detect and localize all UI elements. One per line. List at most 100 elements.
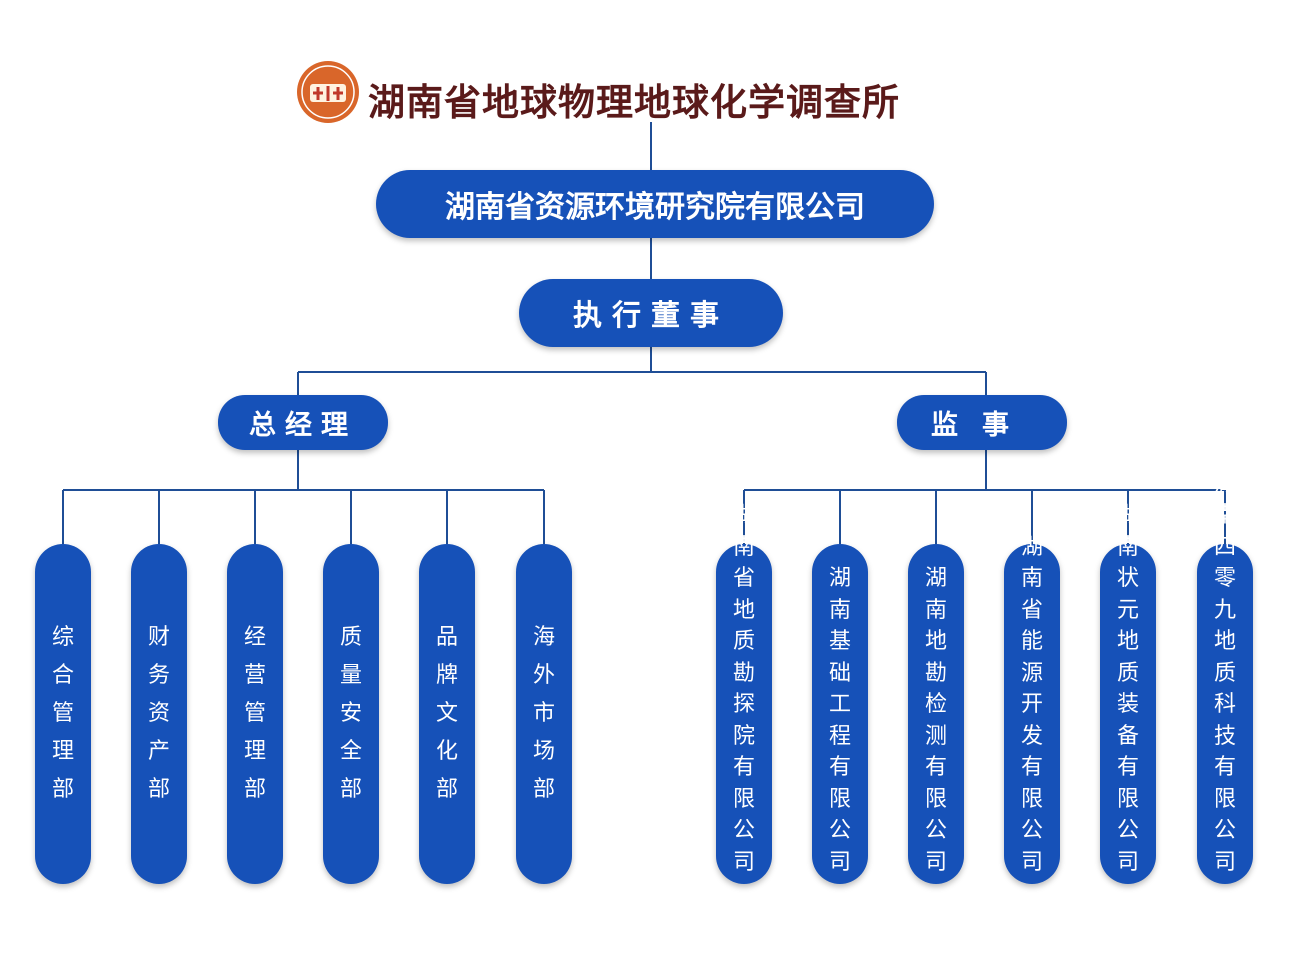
vertical-char: 四 — [1213, 534, 1236, 560]
executive-director-node: 执行董事 — [519, 279, 783, 347]
vertical-char: 限 — [1020, 786, 1043, 812]
vertical-char: 质 — [339, 625, 362, 650]
department-node: 海外市场部 — [516, 544, 572, 884]
vertical-char: 文 — [435, 701, 458, 726]
vertical-char: 理 — [51, 739, 74, 764]
vertical-char: 经 — [243, 625, 266, 650]
vertical-char: 南 — [1020, 566, 1043, 591]
vertical-char: 有 — [1020, 755, 1043, 780]
subsidiary-name: 湖南地勘检测有限公司 — [925, 563, 947, 878]
subsidiary-name: 湖南省能源开发有限公司 — [1021, 532, 1043, 879]
vertical-char: 有 — [828, 755, 851, 780]
vertical-char: 有 — [924, 755, 947, 780]
vertical-char: 测 — [924, 723, 947, 749]
executive-director-label: 执行董事 — [572, 298, 729, 332]
department-node: 财务资产部 — [131, 544, 187, 884]
vertical-char: 南 — [1213, 503, 1236, 528]
supervisor-label: 监事 — [931, 410, 1033, 441]
vertical-char: 质 — [732, 629, 755, 654]
subsidiary-name: 湖南状元地质装备有限公司 — [1117, 500, 1139, 878]
vertical-char: 限 — [828, 786, 851, 812]
vertical-char: 资 — [147, 701, 170, 726]
vertical-char: 部 — [243, 777, 266, 802]
department-node: 经营管理部 — [227, 544, 283, 884]
subsidiary-name: 湖南基础工程有限公司 — [829, 563, 851, 878]
general-manager-node: 总经理 — [218, 395, 388, 450]
vertical-char: 公 — [1213, 818, 1236, 843]
company-name: 湖南省资源环境研究院有限公司 — [445, 190, 865, 225]
vertical-char: 公 — [924, 818, 947, 843]
vertical-char: 省 — [1020, 597, 1043, 623]
vertical-char: 装 — [1116, 692, 1139, 717]
vertical-char: 司 — [924, 849, 947, 875]
vertical-char: 状 — [1116, 566, 1139, 591]
vertical-char: 工 — [828, 692, 851, 717]
vertical-char: 地 — [924, 629, 947, 654]
vertical-char: 质 — [1116, 660, 1139, 686]
vertical-char: 牌 — [435, 663, 458, 688]
vertical-char: 限 — [732, 786, 755, 812]
subsidiary-node: 湖南省地质勘探院有限公司 — [716, 503, 772, 884]
vertical-char: 地 — [1116, 629, 1139, 654]
vertical-char: 外 — [532, 663, 555, 688]
vertical-char: 管 — [243, 701, 266, 726]
vertical-char: 有 — [732, 755, 755, 780]
vertical-char: 技 — [1213, 723, 1236, 749]
department-name: 经营管理部 — [244, 619, 266, 809]
vertical-char: 部 — [435, 777, 458, 802]
vertical-char: 零 — [1213, 566, 1236, 591]
vertical-char: 质 — [1213, 660, 1236, 686]
vertical-char: 理 — [243, 739, 266, 764]
subsidiary-node: 湖南省能源开发有限公司 — [1004, 535, 1060, 884]
vertical-char: 础 — [828, 660, 851, 686]
vertical-char: 地 — [732, 597, 755, 623]
vertical-char: 程 — [828, 723, 851, 749]
vertical-char: 勘 — [732, 660, 755, 686]
vertical-char: 司 — [1213, 849, 1236, 875]
vertical-char: 司 — [732, 849, 755, 875]
department-name: 综合管理部 — [52, 619, 74, 809]
vertical-char: 南 — [732, 534, 755, 560]
vertical-char: 勘 — [924, 660, 947, 686]
vertical-char: 能 — [1020, 629, 1043, 654]
vertical-char: 源 — [1020, 660, 1043, 686]
vertical-char: 开 — [1020, 692, 1043, 717]
vertical-char: 合 — [51, 663, 74, 688]
company-node: 湖南省资源环境研究院有限公司 — [376, 170, 934, 238]
vertical-char: 市 — [532, 701, 555, 726]
vertical-char: 南 — [1116, 534, 1139, 560]
vertical-char: 公 — [732, 818, 755, 843]
vertical-char: 场 — [532, 739, 555, 764]
vertical-char: 公 — [1116, 818, 1139, 843]
vertical-char: 探 — [732, 692, 755, 717]
department-name: 海外市场部 — [533, 619, 555, 809]
vertical-char: 地 — [1213, 629, 1236, 654]
vertical-char: 海 — [532, 625, 555, 650]
general-manager-label: 总经理 — [249, 410, 357, 441]
vertical-char: 全 — [339, 739, 362, 764]
vertical-char: 部 — [339, 777, 362, 802]
department-name: 品牌文化部 — [436, 619, 458, 809]
vertical-char: 院 — [732, 723, 755, 749]
vertical-char: 安 — [339, 701, 362, 726]
supervisor-node: 监事 — [897, 395, 1067, 450]
vertical-char: 限 — [1116, 786, 1139, 812]
vertical-char: 务 — [147, 663, 170, 688]
vertical-char: 限 — [1213, 786, 1236, 812]
vertical-char: 备 — [1116, 723, 1139, 749]
vertical-char: 量 — [339, 663, 362, 688]
subsidiary-node: 湖南地勘检测有限公司 — [908, 544, 964, 884]
vertical-char: 湖 — [924, 566, 947, 591]
vertical-char: 品 — [435, 625, 458, 650]
subsidiary-node: 湖南状元地质装备有限公司 — [1100, 503, 1156, 884]
vertical-char: 发 — [1020, 723, 1043, 749]
vertical-char: 司 — [1020, 849, 1043, 875]
vertical-char: 元 — [1116, 597, 1139, 623]
vertical-char: 九 — [1213, 597, 1236, 623]
vertical-char: 公 — [828, 818, 851, 843]
geophysics-seal-logo-icon — [297, 61, 359, 123]
vertical-char: 公 — [1020, 818, 1043, 843]
subsidiary-node: 湖南基础工程有限公司 — [812, 544, 868, 884]
vertical-char: 部 — [51, 777, 74, 802]
